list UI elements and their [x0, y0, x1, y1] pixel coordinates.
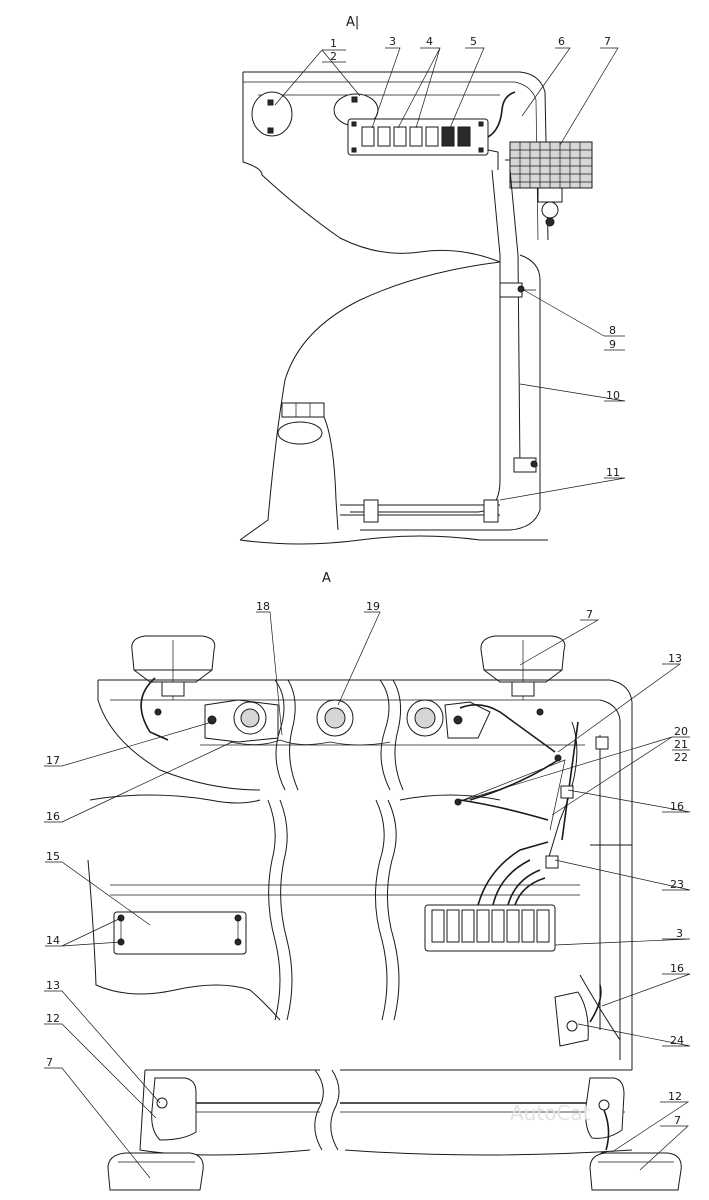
callout-13-top: 13	[668, 652, 682, 665]
marker-lamp	[554, 991, 589, 1047]
work-light-right	[480, 635, 566, 700]
cover-plate	[113, 911, 247, 955]
callout-6: 6	[558, 35, 565, 48]
callout-16-lower: 16	[670, 962, 684, 975]
callout-7-top: 7	[586, 608, 593, 621]
switch-block	[424, 904, 556, 952]
rotating-lamp-right	[406, 699, 491, 739]
top-view-title: A|	[346, 15, 359, 30]
corner-bracket-left	[151, 1077, 197, 1141]
callout-23: 23	[670, 878, 684, 891]
work-light-top	[509, 141, 593, 227]
callout-7-right: 7	[674, 1114, 681, 1127]
callout-17: 17	[46, 754, 60, 767]
callout-20: 20	[674, 725, 688, 738]
callout-8: 8	[609, 324, 616, 337]
callout-13-bottom: 13	[46, 979, 60, 992]
callout-22: 22	[674, 751, 688, 764]
callout-2: 2	[330, 50, 337, 63]
callout-3: 3	[389, 35, 396, 48]
bottom-view-title: A	[322, 571, 331, 586]
callout-7-left: 7	[46, 1056, 53, 1069]
callout-7: 7	[604, 35, 611, 48]
top-callouts: 1 2 3 4 5 6 7 8 9 10 11	[330, 35, 620, 479]
side-light-right	[589, 1152, 682, 1191]
bottom-callouts: 18 19 7 13 20 21 22 17 16 16 15 14 23 3 …	[46, 600, 688, 1127]
callout-14: 14	[46, 934, 60, 947]
callout-18: 18	[256, 600, 270, 613]
callout-9: 9	[609, 338, 616, 351]
callout-12-right: 12	[668, 1090, 682, 1103]
watermark: AutoCat	[510, 1101, 591, 1125]
roof-lamp-left	[251, 91, 293, 137]
callout-19: 19	[366, 600, 380, 613]
work-light-left	[131, 635, 216, 700]
rotating-lamp-center	[316, 699, 354, 737]
callout-11: 11	[606, 466, 620, 479]
callout-16-left: 16	[46, 810, 60, 823]
callout-3-bottom: 3	[676, 927, 683, 940]
callout-15: 15	[46, 850, 60, 863]
switch-panel-top	[347, 118, 489, 156]
rotating-lamp-left	[204, 699, 279, 743]
callout-1: 1	[330, 37, 337, 50]
callout-21: 21	[674, 738, 688, 751]
side-light-left	[107, 1152, 204, 1191]
callout-24: 24	[670, 1034, 684, 1047]
bottom-view: A	[44, 571, 691, 1191]
callout-12-left: 12	[46, 1012, 60, 1025]
callout-16-right: 16	[670, 800, 684, 813]
callout-5: 5	[470, 35, 477, 48]
callout-4: 4	[426, 35, 433, 48]
top-view: A|	[239, 15, 626, 545]
callout-10: 10	[606, 389, 620, 402]
